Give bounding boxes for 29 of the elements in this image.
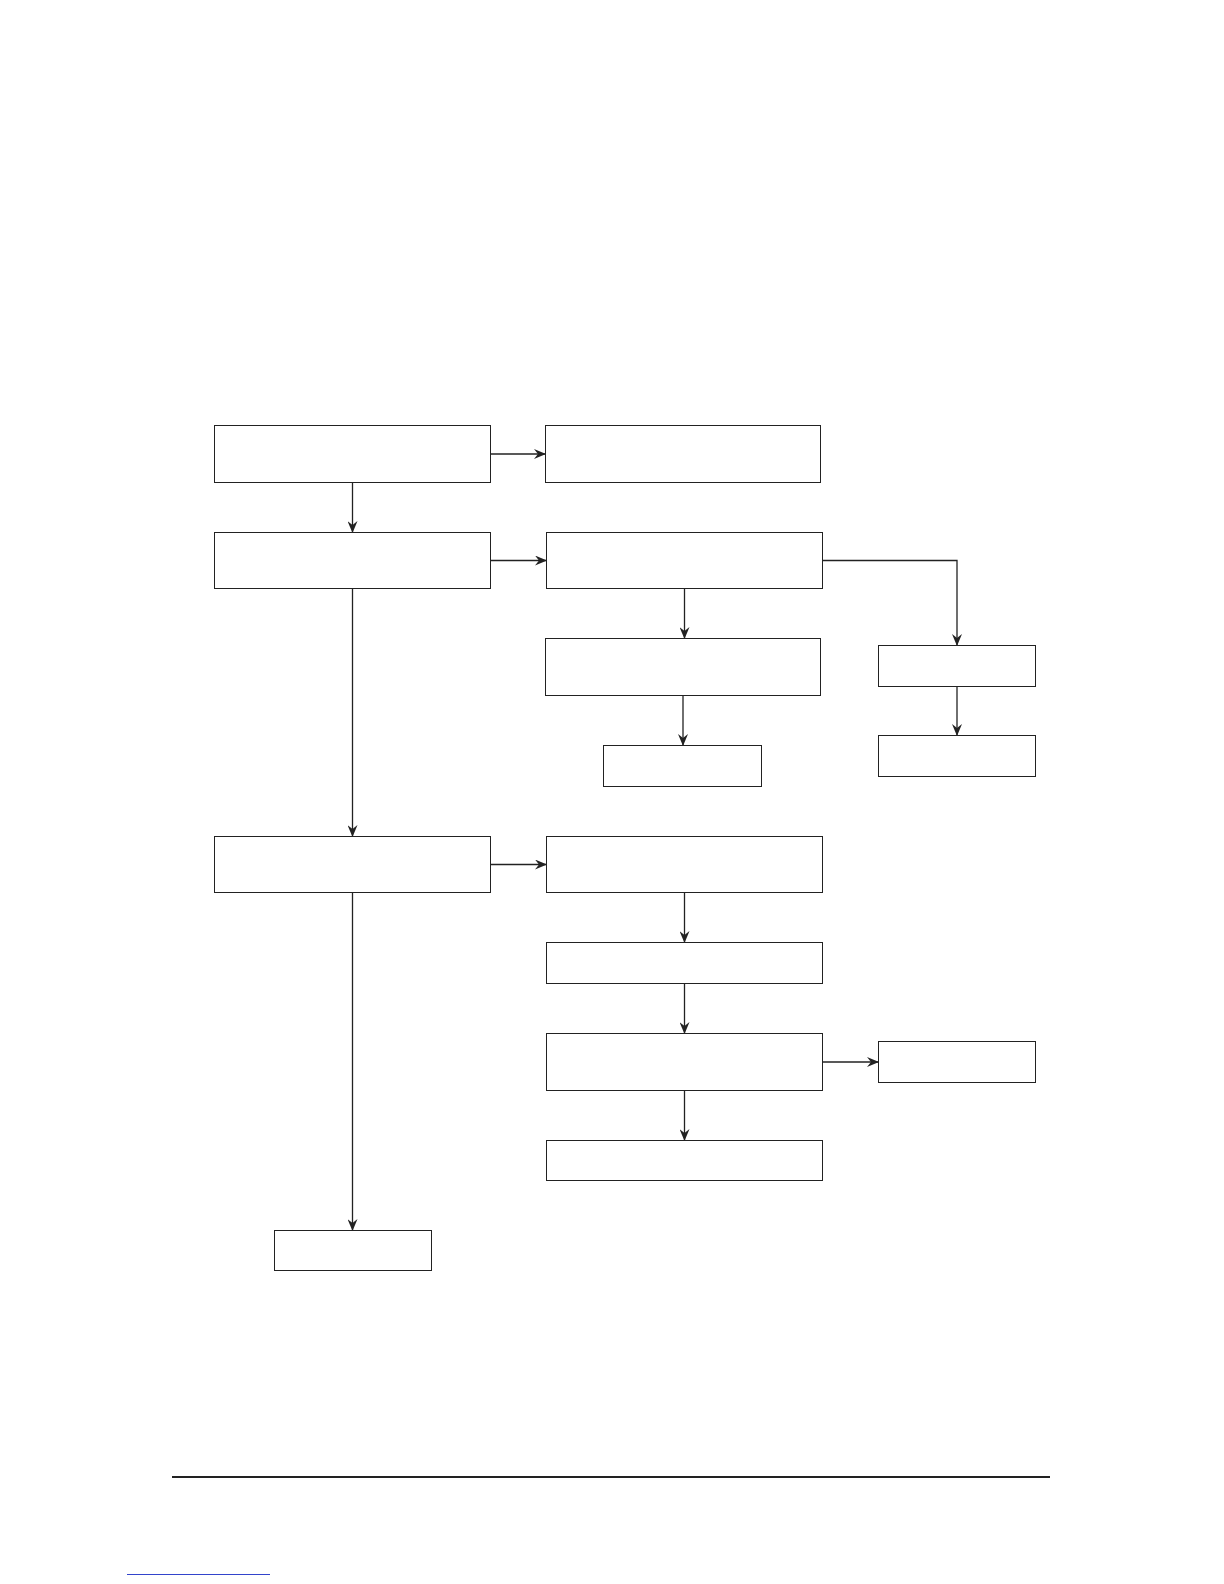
process-box	[214, 836, 491, 893]
arrow	[679, 983, 690, 1034]
process-box	[274, 1230, 432, 1271]
process-box	[546, 836, 823, 893]
arrow	[822, 1057, 879, 1067]
process-box	[545, 638, 821, 696]
process-box	[878, 735, 1036, 777]
process-box	[546, 1033, 823, 1091]
arrow	[679, 588, 690, 639]
arrow	[952, 686, 962, 736]
arrow	[490, 449, 546, 459]
arrow	[679, 892, 690, 943]
arrow	[490, 555, 547, 566]
process-box	[214, 425, 491, 483]
arrow	[822, 559, 962, 646]
process-box	[546, 942, 823, 984]
arrow	[490, 859, 547, 870]
process-box	[878, 645, 1036, 687]
arrow	[679, 1090, 690, 1141]
process-box	[603, 745, 762, 787]
process-box	[546, 1140, 823, 1181]
process-box	[545, 425, 821, 483]
process-box	[214, 532, 491, 589]
arrow	[347, 482, 358, 533]
arrow	[678, 695, 688, 746]
process-box	[546, 532, 823, 589]
arrow	[347, 892, 358, 1231]
process-box	[878, 1041, 1036, 1083]
arrow	[347, 588, 358, 837]
